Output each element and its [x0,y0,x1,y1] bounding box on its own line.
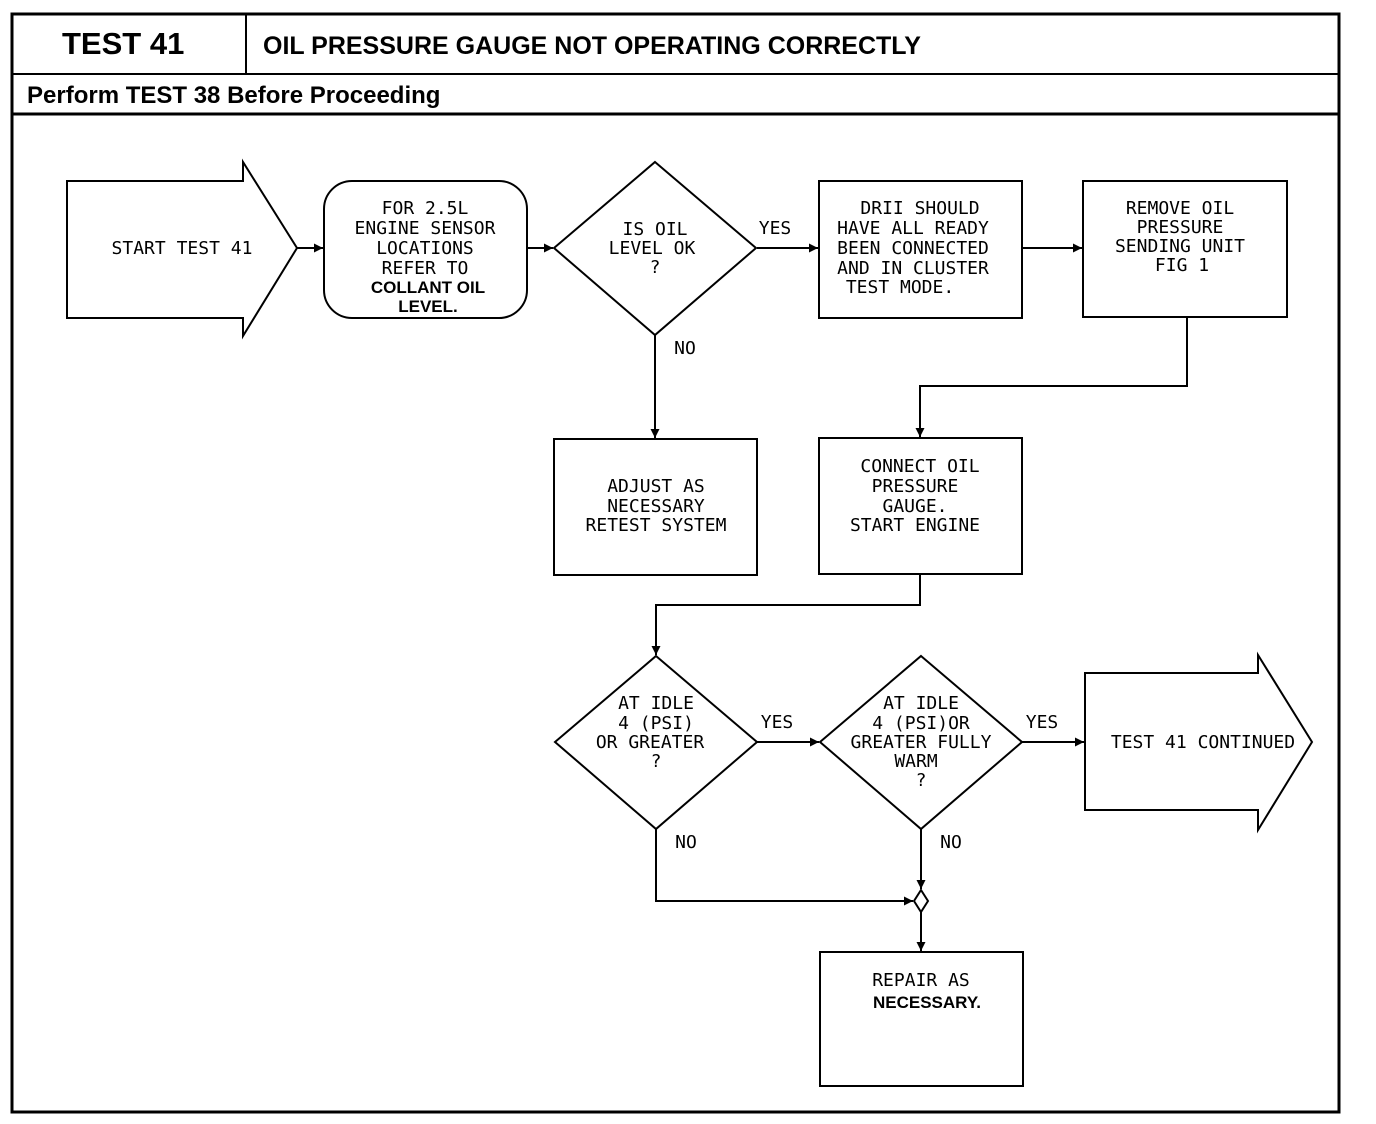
idle2-line-5: ? [916,770,927,791]
idle1-line-2: 4 (PSI) [618,713,694,734]
no-label-3: NO [940,832,962,853]
repair-line-1: REPAIR AS [872,970,970,991]
oil-level-line-3: ? [650,257,661,278]
start-arrow-shape [66,158,299,340]
remove-line-1: REMOVE OIL [1126,198,1235,219]
idle1-line-3: OR GREATER [596,732,705,753]
adjust-line-1: ADJUST AS [607,476,705,497]
page-title: OIL PRESSURE GAUGE NOT OPERATING CORRECT… [263,32,921,60]
connect-line-2: PRESSURE [872,476,959,497]
connector-no-idle-junction [655,829,913,906]
repair-box [819,951,1024,1087]
drii-line-4: AND IN CLUSTER [837,258,989,279]
no-label-2: NO [675,832,697,853]
idle2-line-4: WARM [894,751,938,772]
sensor-line-2: ENGINE SENSOR [355,218,496,239]
drii-line-2: HAVE ALL READY [837,218,989,239]
continued-label: TEST 41 CONTINUED [1111,732,1295,753]
yes-label-3: YES [1026,712,1059,733]
idle2-line-1: AT IDLE [883,693,959,714]
connector-connect-idle [651,574,921,655]
drii-line-5: TEST MODE. [846,277,954,298]
drii-line-1: DRII SHOULD [860,198,979,219]
idle1-line-1: AT IDLE [618,693,694,714]
sensor-line-6: LEVEL. [398,297,458,316]
start-label: START TEST 41 [112,238,253,259]
oil-level-line-2: LEVEL OK [609,238,696,259]
junction-marker [912,888,930,914]
continued-arrow-shape [1084,651,1314,834]
outer-border [10,12,1341,1114]
page-subtitle: Perform TEST 38 Before Proceeding [27,82,441,109]
drii-box [818,180,1023,319]
remove-line-4: FIG 1 [1155,255,1209,276]
adjust-line-2: NECESSARY [607,496,705,517]
sensor-line-4: REFER TO [382,258,469,279]
idle1-line-4: ? [651,751,662,772]
yes-label-1: YES [759,218,792,239]
repair-line-2: NECESSARY. [873,993,981,1012]
sensor-location-box [323,180,528,319]
idle2-line-2: 4 (PSI)OR [872,713,970,734]
test-number: TEST 41 [62,26,185,61]
remove-line-3: SENDING UNIT [1115,236,1245,257]
sensor-line-5: COLLANT OIL [371,278,485,297]
connect-line-4: START ENGINE [850,515,980,536]
connectors [297,243,1188,951]
yes-label-2: YES [761,712,794,733]
adjust-line-3: RETEST SYSTEM [586,515,727,536]
connect-line-1: CONNECT OIL [860,456,979,477]
adjust-box [553,438,758,576]
oil-level-line-1: IS OIL [622,219,687,240]
no-label-1: NO [674,338,696,359]
remove-line-2: PRESSURE [1137,217,1224,238]
idle2-line-3: GREATER FULLY [851,732,992,753]
sensor-line-3: LOCATIONS [376,238,474,259]
sensor-line-1: FOR 2.5L [382,198,469,219]
drii-line-3: BEEN CONNECTED [837,238,989,259]
remove-sending-unit-box [1082,180,1288,318]
connect-line-3: GAUGE. [882,496,947,517]
connector-remove-connect [915,317,1188,437]
